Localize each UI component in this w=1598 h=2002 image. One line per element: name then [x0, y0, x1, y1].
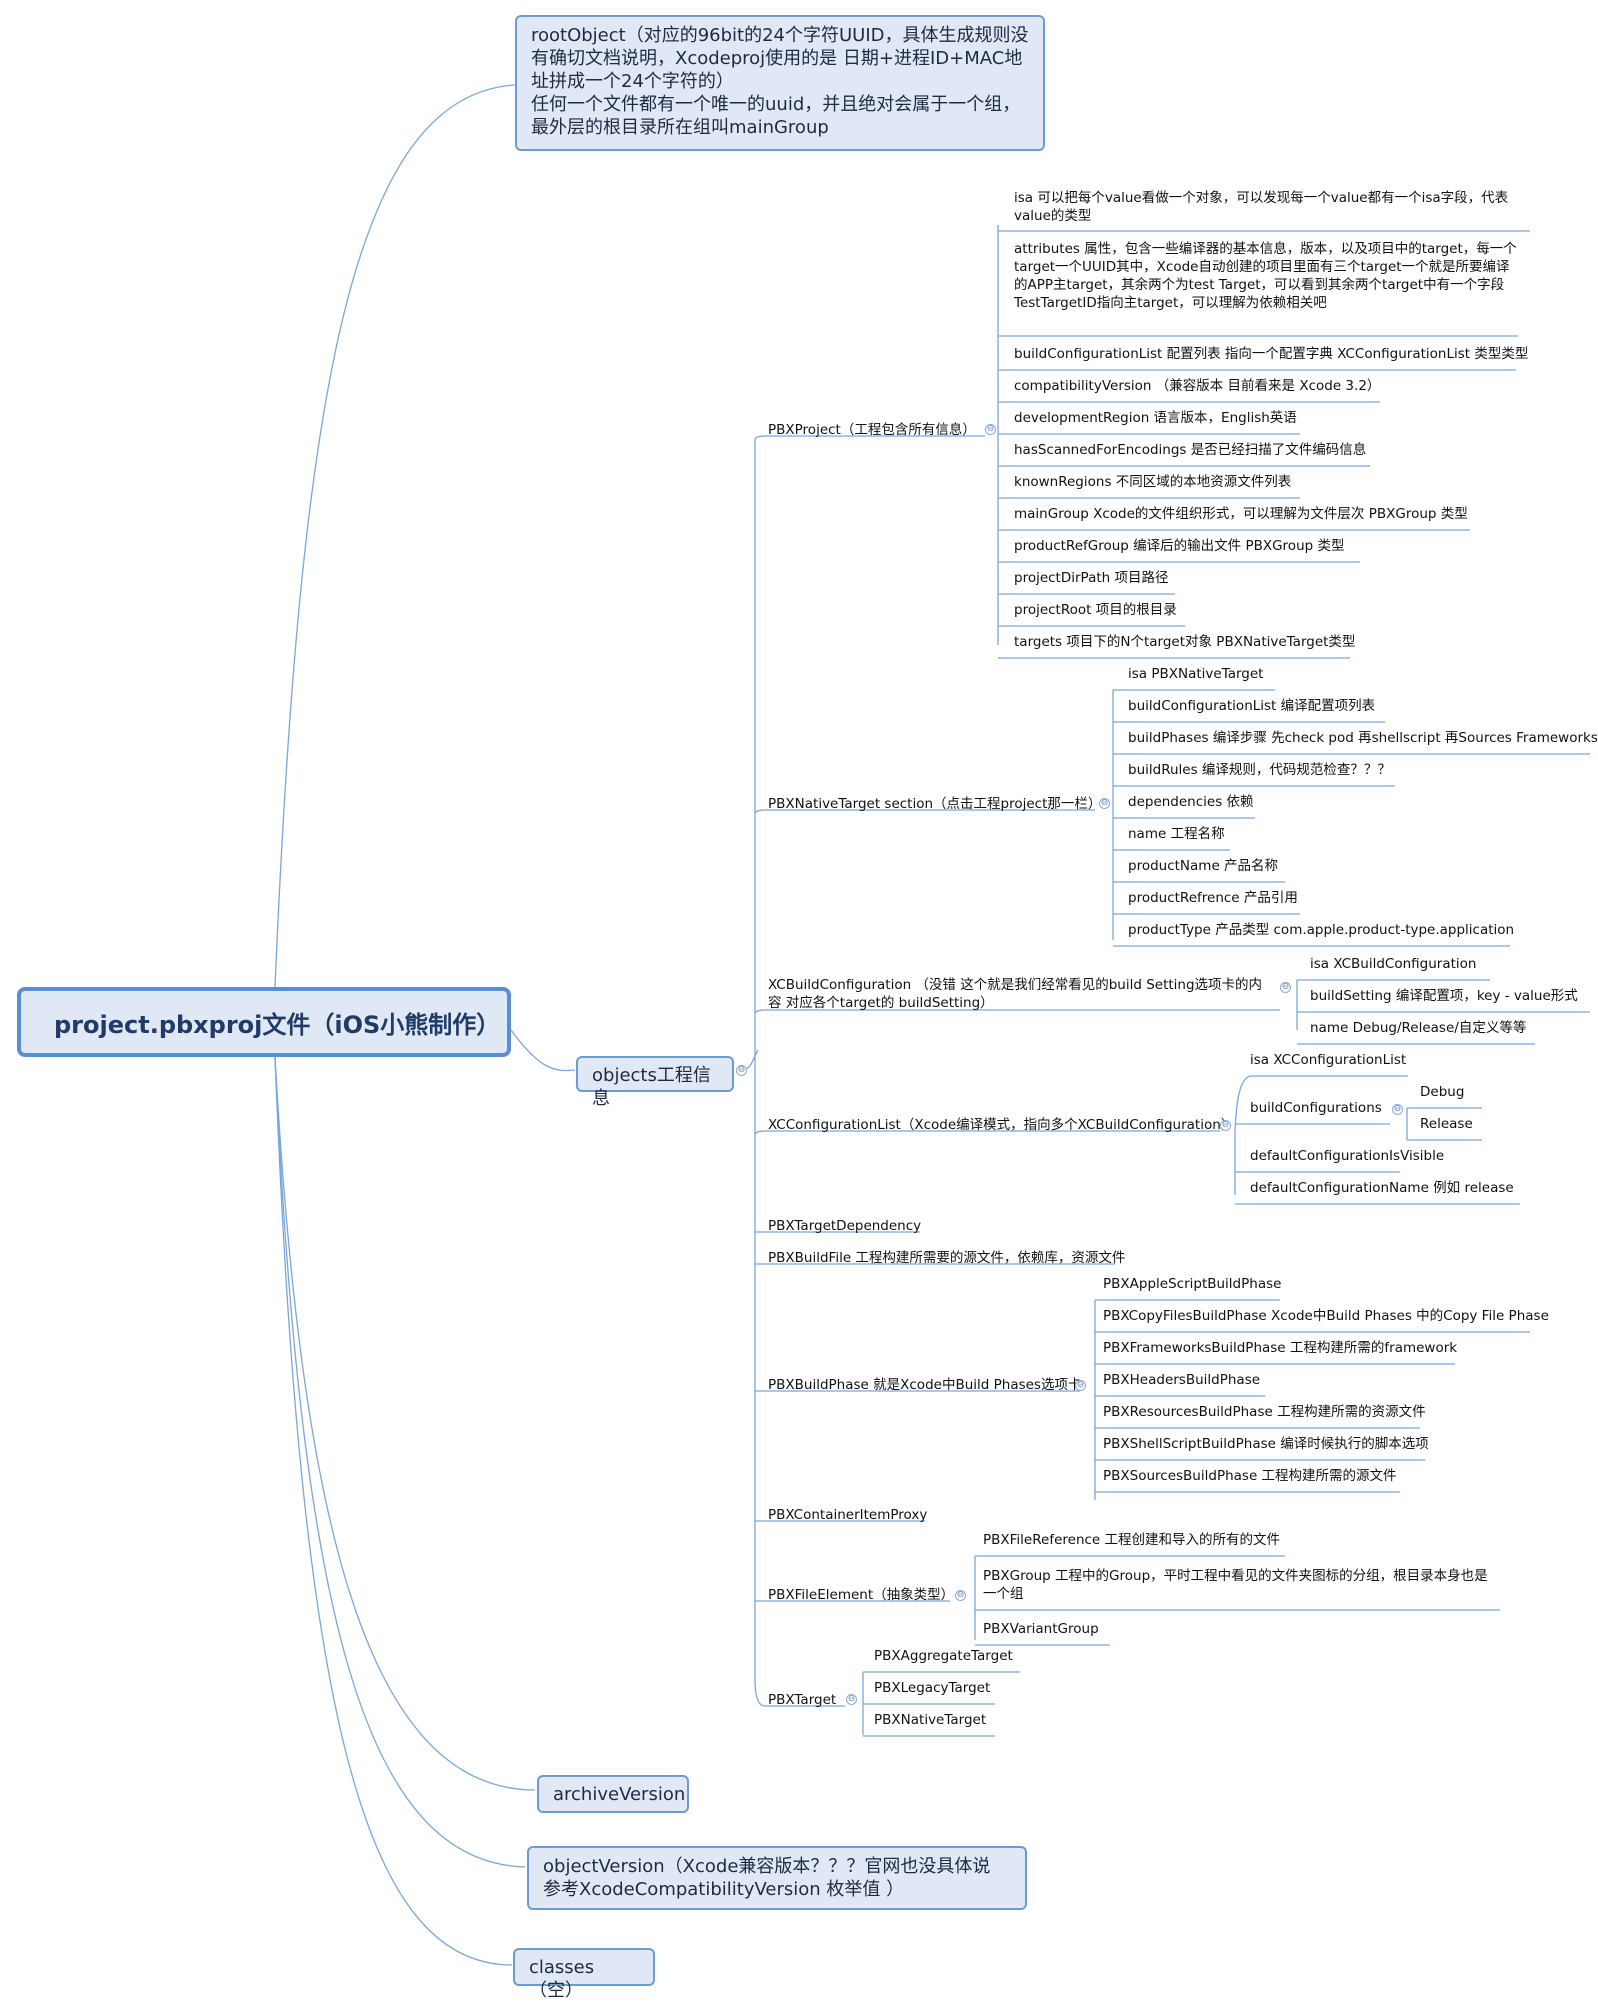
pbxproject-item: projectDirPath 项目路径 [1014, 570, 1169, 586]
buildconfigurations-node[interactable]: buildConfigurations [1250, 1100, 1382, 1116]
pbxproject-item: targets 项目下的N个target对象 PBXNativeTarget类型 [1014, 634, 1356, 650]
root-object-node[interactable]: rootObject（对应的96bit的24个字符UUID，具体生成规则没有确切… [515, 15, 1045, 151]
pbxnativetarget-item: productRefrence 产品引用 [1128, 890, 1298, 906]
pbxtarget-item: PBXAggregateTarget [874, 1648, 1013, 1664]
pbxnativetarget-item: productName 产品名称 [1128, 858, 1279, 874]
xcbuildconfiguration-collapse-icon[interactable]: ⊖ [1280, 982, 1291, 993]
classes-node[interactable]: classes（空） [513, 1948, 655, 2001]
pbxnativetarget-item: buildRules 编译规则，代码规范检查？？？ [1128, 762, 1391, 778]
xcconfigurationlist-collapse-icon[interactable]: ⊖ [1220, 1120, 1231, 1131]
pbxproject-item: buildConfigurationList 配置列表 指向一个配置字典 XCC… [1014, 346, 1529, 362]
pbxtarget-collapse-icon[interactable]: ⊖ [846, 1694, 857, 1705]
pbxbuildphase-item: PBXResourcesBuildPhase 工程构建所需的资源文件 [1103, 1404, 1426, 1420]
pbxproject-item: knownRegions 不同区域的本地资源文件列表 [1014, 474, 1292, 490]
objects-node[interactable]: objects工程信息 [576, 1056, 734, 1109]
pbxtarget-item: PBXLegacyTarget [874, 1680, 991, 1696]
xcbuildconfiguration-item: buildSetting 编译配置项，key - value形式 [1310, 988, 1578, 1004]
pbxproject-item: developmentRegion 语言版本，English英语 [1014, 410, 1297, 426]
pbxbuildphase-item: PBXFrameworksBuildPhase 工程构建所需的framework [1103, 1340, 1458, 1356]
pbxbuildfile-node[interactable]: PBXBuildFile 工程构建所需要的源文件，依赖库，资源文件 [768, 1250, 1126, 1266]
pbxbuildphase-item: PBXAppleScriptBuildPhase [1103, 1276, 1282, 1292]
pbxfileelement-item: PBXVariantGroup [983, 1621, 1099, 1637]
pbxnativetarget-collapse-icon[interactable]: ⊖ [1099, 798, 1110, 809]
pbxfileelement-item: PBXFileReference 工程创建和导入的所有的文件 [983, 1532, 1281, 1548]
root-node[interactable]: project.pbxproj文件（iOS小熊制作） [17, 987, 511, 1057]
pbxfileelement-item: PBXGroup 工程中的Group，平时工程中看见的文件夹图标的分组，根目录本… [983, 1568, 1488, 1602]
buildconfigurations-collapse-icon[interactable]: ⊖ [1392, 1104, 1403, 1115]
xcconfigurationlist-item: defaultConfigurationIsVisible [1250, 1148, 1445, 1164]
archive-version-node[interactable]: archiveVersion [537, 1775, 689, 1813]
pbxproject-item: mainGroup Xcode的文件组织形式，可以理解为文件层次 PBXGrou… [1014, 506, 1468, 522]
pbxnativetarget-node[interactable]: PBXNativeTarget section（点击工程project那一栏） [768, 796, 1102, 812]
pbxproject-item: productRefGroup 编译后的输出文件 PBXGroup 类型 [1014, 538, 1345, 554]
pbxbuildphase-node[interactable]: PBXBuildPhase 就是Xcode中Build Phases选项卡 [768, 1377, 1082, 1393]
pbxbuildphase-item: PBXHeadersBuildPhase [1103, 1372, 1261, 1388]
pbxnativetarget-item: name 工程名称 [1128, 826, 1225, 842]
pbxbuildphase-item: PBXShellScriptBuildPhase 编译时候执行的脚本选项 [1103, 1436, 1429, 1452]
pbxproject-node[interactable]: PBXProject（工程包含所有信息） [768, 422, 976, 438]
pbxnativetarget-item: buildConfigurationList 编译配置项列表 [1128, 698, 1376, 714]
pbxproject-item: projectRoot 项目的根目录 [1014, 602, 1177, 618]
xcconfigurationlist-node[interactable]: XCConfigurationList（Xcode编译模式，指向多个XCBuil… [768, 1117, 1235, 1133]
pbxproject-item: hasScannedForEncodings 是否已经扫描了文件编码信息 [1014, 442, 1367, 458]
pbxproject-item: compatibilityVersion （兼容版本 目前看来是 Xcode 3… [1014, 378, 1381, 394]
pbxnativetarget-item: isa PBXNativeTarget [1128, 666, 1264, 682]
xcconfigurationlist-isa: isa XCConfigurationList [1250, 1052, 1407, 1068]
objects-collapse-icon[interactable]: ⊖ [736, 1065, 747, 1076]
pbxnativetarget-item: dependencies 依赖 [1128, 794, 1254, 810]
pbxnativetarget-item: buildPhases 编译步骤 先check pod 再shellscript… [1128, 730, 1598, 746]
config-debug: Debug [1420, 1084, 1465, 1100]
pbxbuildphase-item: PBXSourcesBuildPhase 工程构建所需的源文件 [1103, 1468, 1397, 1484]
config-release: Release [1420, 1116, 1473, 1132]
pbxcontaineritemproxy-node[interactable]: PBXContainerItemProxy [768, 1507, 928, 1523]
object-version-node[interactable]: objectVersion（Xcode兼容版本？？？官网也没具体说 参考Xcod… [527, 1846, 1027, 1910]
pbxnativetarget-item: productType 产品类型 com.apple.product-type.… [1128, 922, 1515, 938]
pbxtarget-item: PBXNativeTarget [874, 1712, 987, 1728]
pbxbuildphase-collapse-icon[interactable]: ⊖ [1075, 1380, 1086, 1391]
pbxtarget-node[interactable]: PBXTarget [768, 1692, 837, 1708]
xcbuildconfiguration-node[interactable]: XCBuildConfiguration （没错 这个就是我们经常看见的buil… [768, 977, 1263, 1011]
pbxfileelement-node[interactable]: PBXFileElement（抽象类型） [768, 1587, 955, 1603]
pbxproject-item: attributes 属性，包含一些编译器的基本信息，版本，以及项目中的targ… [1014, 241, 1517, 311]
pbxtargetdependency-node[interactable]: PBXTargetDependency [768, 1218, 922, 1234]
pbxproject-item: isa 可以把每个value看做一个对象，可以发现每一个value都有一个isa… [1014, 190, 1509, 224]
xcbuildconfiguration-item: isa XCBuildConfiguration [1310, 956, 1477, 972]
pbxfileelement-collapse-icon[interactable]: ⊖ [955, 1590, 966, 1601]
xcconfigurationlist-item: defaultConfigurationName 例如 release [1250, 1180, 1514, 1196]
pbxbuildphase-item: PBXCopyFilesBuildPhase Xcode中Build Phase… [1103, 1308, 1549, 1324]
xcbuildconfiguration-item: name Debug/Release/自定义等等 [1310, 1020, 1527, 1036]
pbxproject-collapse-icon[interactable]: ⊖ [985, 424, 996, 435]
